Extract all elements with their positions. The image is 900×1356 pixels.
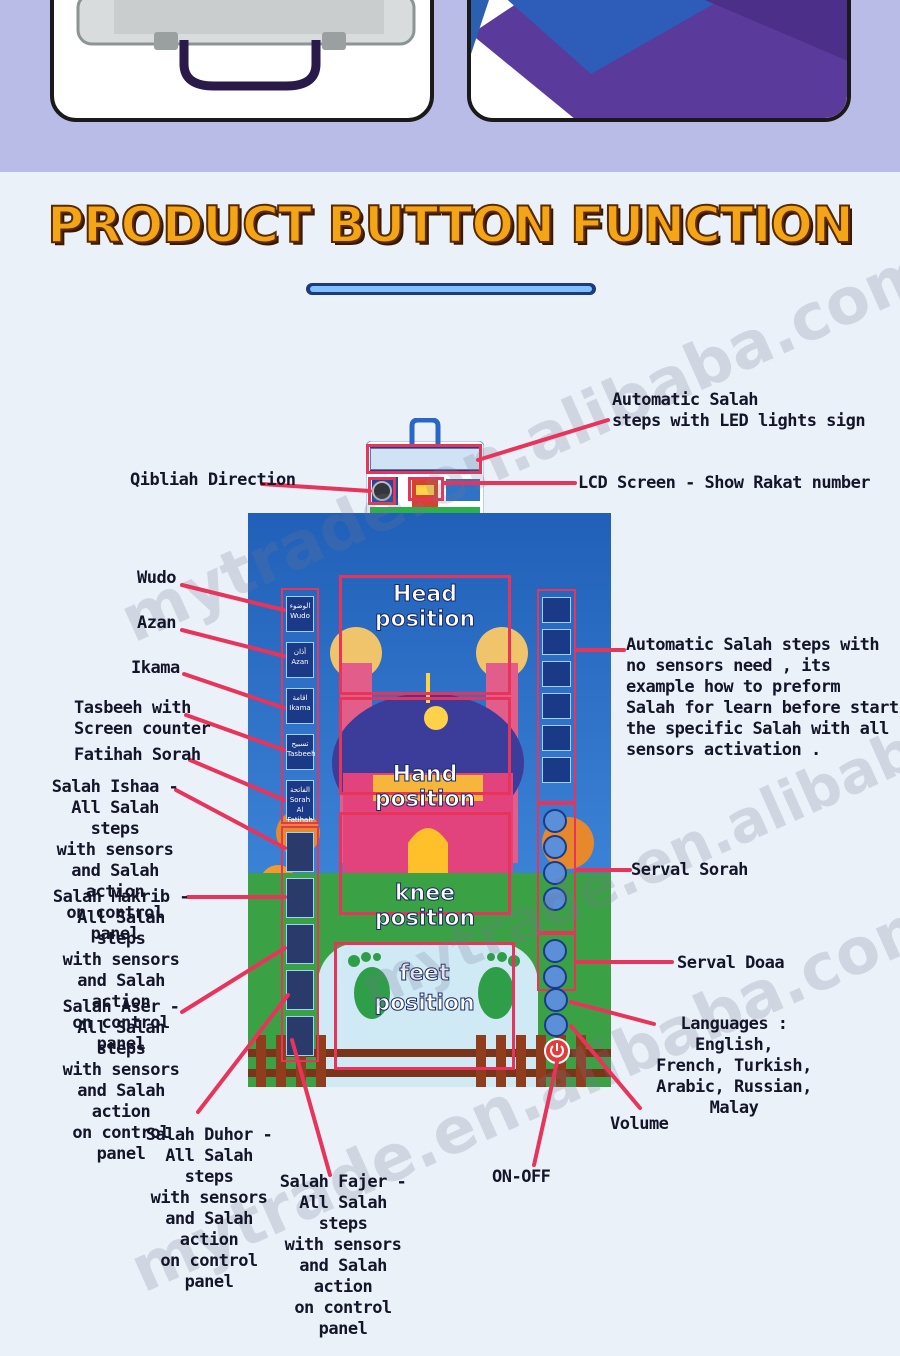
label-on-off: ON-OFF <box>492 1167 551 1187</box>
product-photo-prayer-mat <box>467 0 851 122</box>
label-ikama: Ikama <box>131 658 180 678</box>
label-azan: Azan <box>137 613 176 633</box>
volume-button[interactable] <box>544 1013 568 1037</box>
product-photo-carry-case <box>50 0 434 122</box>
label-serval-sorah: Serval Sorah <box>631 860 748 880</box>
sorah-button-1[interactable] <box>543 809 567 833</box>
label-tasbeeh: Tasbeeh with Screen counter <box>74 698 211 739</box>
label-wudo: Wudo <box>137 568 176 588</box>
page-title: PRODUCT BUTTON FUNCTION <box>46 195 854 255</box>
feet-position-zone: feet position <box>334 942 515 1070</box>
fatihah-button-label: Sorah Al Fatihah <box>287 796 313 824</box>
ikama-button-arabic: اقامة <box>292 694 308 702</box>
fatihah-button[interactable]: الفاتحة Sorah Al Fatihah <box>286 780 314 824</box>
auto-step-4-button[interactable] <box>542 693 571 719</box>
tasbeeh-button-label: Tasbeeh <box>287 750 316 758</box>
azan-button-arabic: أذان <box>293 648 307 656</box>
azan-button[interactable]: أذان Azan <box>286 642 314 678</box>
carry-handle <box>408 417 442 444</box>
label-ishaa: Salah Ishaa - All Salah steps with senso… <box>51 777 179 944</box>
ikama-button[interactable]: اقامة Ikama <box>286 688 314 724</box>
doaa-button-1[interactable] <box>543 939 567 963</box>
power-icon <box>550 1043 564 1058</box>
label-lcd: LCD Screen - Show Rakat number <box>578 473 871 493</box>
salah-aser-button[interactable] <box>286 924 314 964</box>
automatic-steps-column <box>537 589 576 803</box>
lcd-zone-outline <box>408 477 444 501</box>
label-automatic-no-sensor: Automatic Salah steps with no sensors ne… <box>626 635 899 760</box>
fatihah-button-arabic: الفاتحة <box>290 786 310 794</box>
qiblah-compass-icon <box>372 481 392 501</box>
knee-position-label: knee position <box>374 881 476 932</box>
language-button[interactable] <box>544 988 568 1012</box>
auto-step-5-button[interactable] <box>542 725 571 751</box>
tasbeeh-button[interactable]: تسبيح Tasbeeh <box>286 734 316 770</box>
title-underline <box>306 283 596 295</box>
label-qiblah: Qibliah Direction <box>130 470 296 490</box>
footprint-right-icon <box>478 952 520 1019</box>
label-volume: Volume <box>610 1114 669 1134</box>
label-duhor: Salah Duhor - All Salah steps with senso… <box>145 1125 273 1292</box>
label-languages: Languages : English, French, Turkish, Ar… <box>656 1014 812 1118</box>
hand-position-zone: Hand position <box>339 697 511 813</box>
footprint-left-icon <box>348 952 390 1019</box>
knee-position-zone: knee position <box>339 812 511 932</box>
auto-step-3-button[interactable] <box>542 661 571 687</box>
label-makrib: Salah Makrib - All Salah steps with sens… <box>52 887 190 1054</box>
salah-button-column <box>281 826 319 1062</box>
salah-makrib-button[interactable] <box>286 878 314 918</box>
salah-ishaa-button[interactable] <box>286 832 314 872</box>
label-automatic-led: Automatic Salah steps with LED lights si… <box>612 390 866 431</box>
sorah-button-3[interactable] <box>543 861 567 885</box>
feet-position-label: feet position <box>374 961 475 1017</box>
salah-duhor-button[interactable] <box>286 970 314 1010</box>
salah-fajer-button[interactable] <box>286 1016 314 1056</box>
auto-step-6-button[interactable] <box>542 757 571 783</box>
auto-step-2-button[interactable] <box>542 629 571 655</box>
head-position-zone: Head position <box>339 575 511 695</box>
sorah-button-4[interactable] <box>543 887 567 911</box>
wudo-button[interactable]: الوضوء Wudo <box>286 596 314 632</box>
ikama-button-label: Ikama <box>289 704 311 712</box>
wudo-button-label: Wudo <box>290 612 310 620</box>
left-button-column: الوضوء Wudo أذان Azan اقامة Ikama تسبيح Tasb… <box>281 588 319 824</box>
tasbeeh-button-arabic: تسبيح <box>291 740 309 748</box>
sorah-button-2[interactable] <box>543 835 567 859</box>
label-serval-doaa: Serval Doaa <box>677 953 785 973</box>
label-fatihah: Fatihah Sorah <box>74 745 201 765</box>
wudo-button-arabic: الوضوء <box>289 602 311 610</box>
label-aser: Salah Aser - All Salah steps with sensor… <box>62 997 180 1164</box>
azan-button-label: Azan <box>291 658 309 666</box>
head-position-label: Head position <box>374 582 476 633</box>
label-fajer: Salah Fajer - All Salah steps with senso… <box>279 1172 407 1339</box>
auto-step-1-button[interactable] <box>542 597 571 623</box>
hand-position-label: Hand position <box>374 762 476 813</box>
sorah-column <box>537 803 576 933</box>
